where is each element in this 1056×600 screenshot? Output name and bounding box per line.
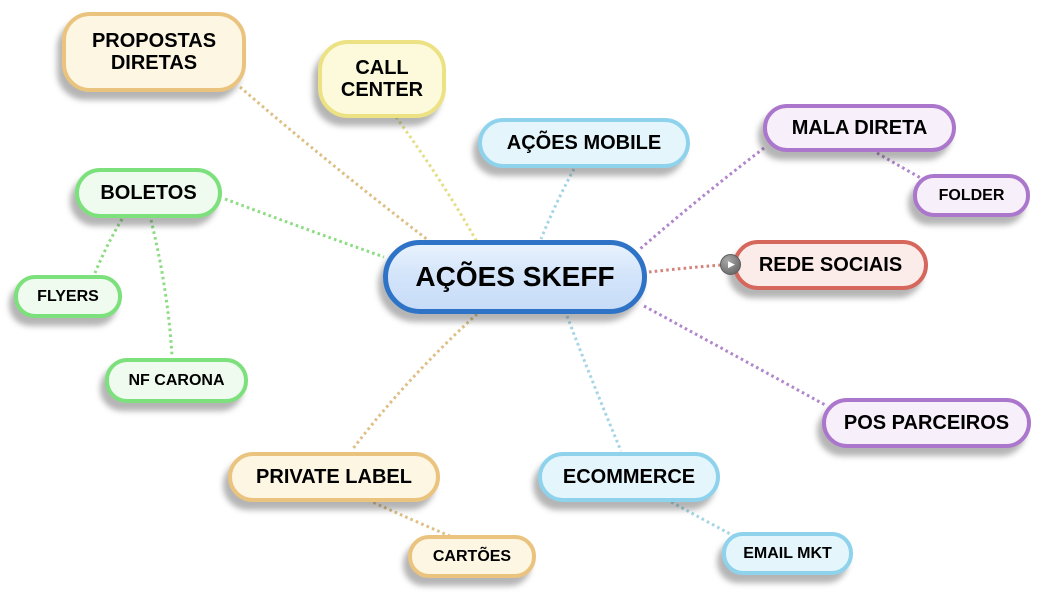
connector-central-private-label [350, 312, 479, 451]
play-glyph: ▶ [728, 259, 735, 269]
connector-ecommerce-email-mkt [665, 497, 735, 538]
node-cartoes[interactable]: CARTÕES [408, 535, 536, 578]
node-label: CARTÕES [432, 547, 512, 565]
connector-boletos-flyers [93, 218, 124, 274]
node-label: AÇÕES SKEFF [415, 261, 615, 293]
connector-central-boletos [224, 197, 385, 259]
node-label: FLYERS [37, 287, 99, 305]
node-rede-sociais[interactable]: REDE SOCIAIS [733, 240, 928, 290]
node-label: ECOMMERCE [562, 465, 696, 488]
node-acoes-skeff[interactable]: AÇÕES SKEFF [383, 240, 647, 314]
node-ecommerce[interactable]: ECOMMERCE [538, 452, 720, 502]
node-label: BOLETOS [100, 181, 197, 204]
node-acoes-mobile[interactable]: AÇÕES MOBILE [478, 118, 690, 168]
node-call-center[interactable]: CALL CENTER [318, 40, 446, 118]
connector-central-propostas-diretas [239, 85, 438, 249]
node-flyers[interactable]: FLYERS [14, 275, 122, 318]
connector-central-acoes-mobile [539, 168, 576, 240]
connector-central-pos-parceiros [643, 304, 828, 408]
connector-boletos-nf-carona [149, 219, 174, 357]
node-label: CALL CENTER [340, 56, 424, 101]
node-label: POS PARCEIROS [843, 411, 1010, 434]
connector-central-call-center [394, 116, 479, 243]
node-propostas-diretas[interactable]: PROPOSTAS DIRETAS [62, 12, 246, 92]
node-folder[interactable]: FOLDER [913, 174, 1030, 217]
connector-central-ecommerce [565, 315, 623, 452]
node-nf-carona[interactable]: NF CARONA [105, 358, 248, 403]
connector-private-label-cartoes [367, 498, 453, 539]
node-label: AÇÕES MOBILE [506, 131, 662, 154]
connector-central-rede-sociais [648, 263, 722, 274]
collapsed-branch-play-icon[interactable]: ▶ [720, 254, 741, 275]
node-label: PRIVATE LABEL [256, 465, 412, 488]
node-label: EMAIL MKT [743, 544, 832, 562]
node-private-label[interactable]: PRIVATE LABEL [228, 452, 440, 502]
connector-central-mala-direta [639, 146, 765, 251]
node-mala-direta[interactable]: MALA DIRETA [763, 104, 956, 152]
node-label: REDE SOCIAIS [758, 253, 903, 276]
node-label: MALA DIRETA [791, 116, 928, 139]
node-label: NF CARONA [128, 371, 225, 389]
node-label: PROPOSTAS DIRETAS [91, 29, 217, 74]
node-pos-parceiros[interactable]: POS PARCEIROS [822, 398, 1031, 448]
node-email-mkt[interactable]: EMAIL MKT [722, 532, 853, 575]
node-label: FOLDER [938, 186, 1005, 204]
connector-mala-direta-folder [876, 151, 927, 183]
node-boletos[interactable]: BOLETOS [75, 168, 222, 218]
